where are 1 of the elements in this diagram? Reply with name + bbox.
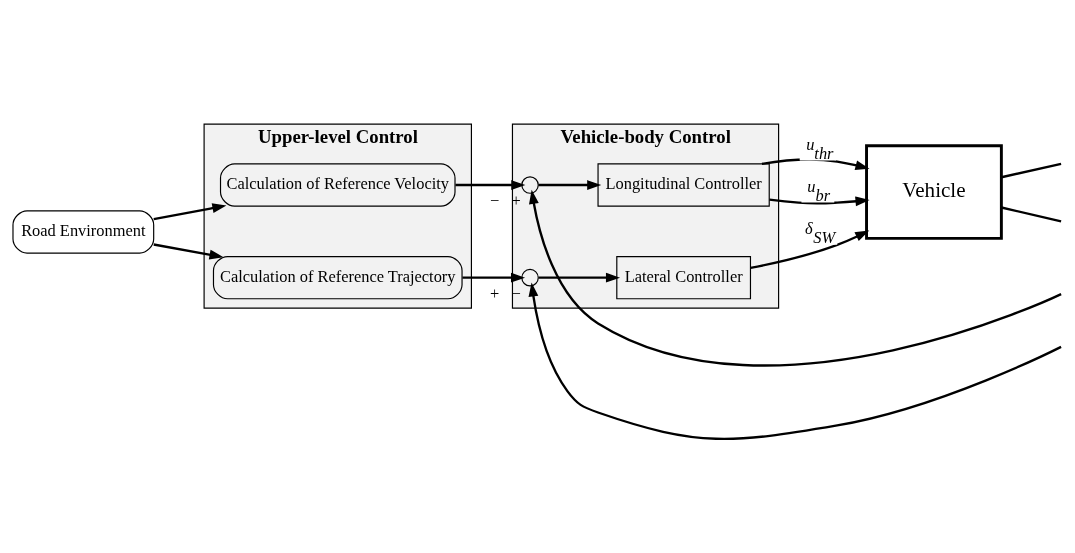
node-label: + − xyxy=(490,283,521,303)
